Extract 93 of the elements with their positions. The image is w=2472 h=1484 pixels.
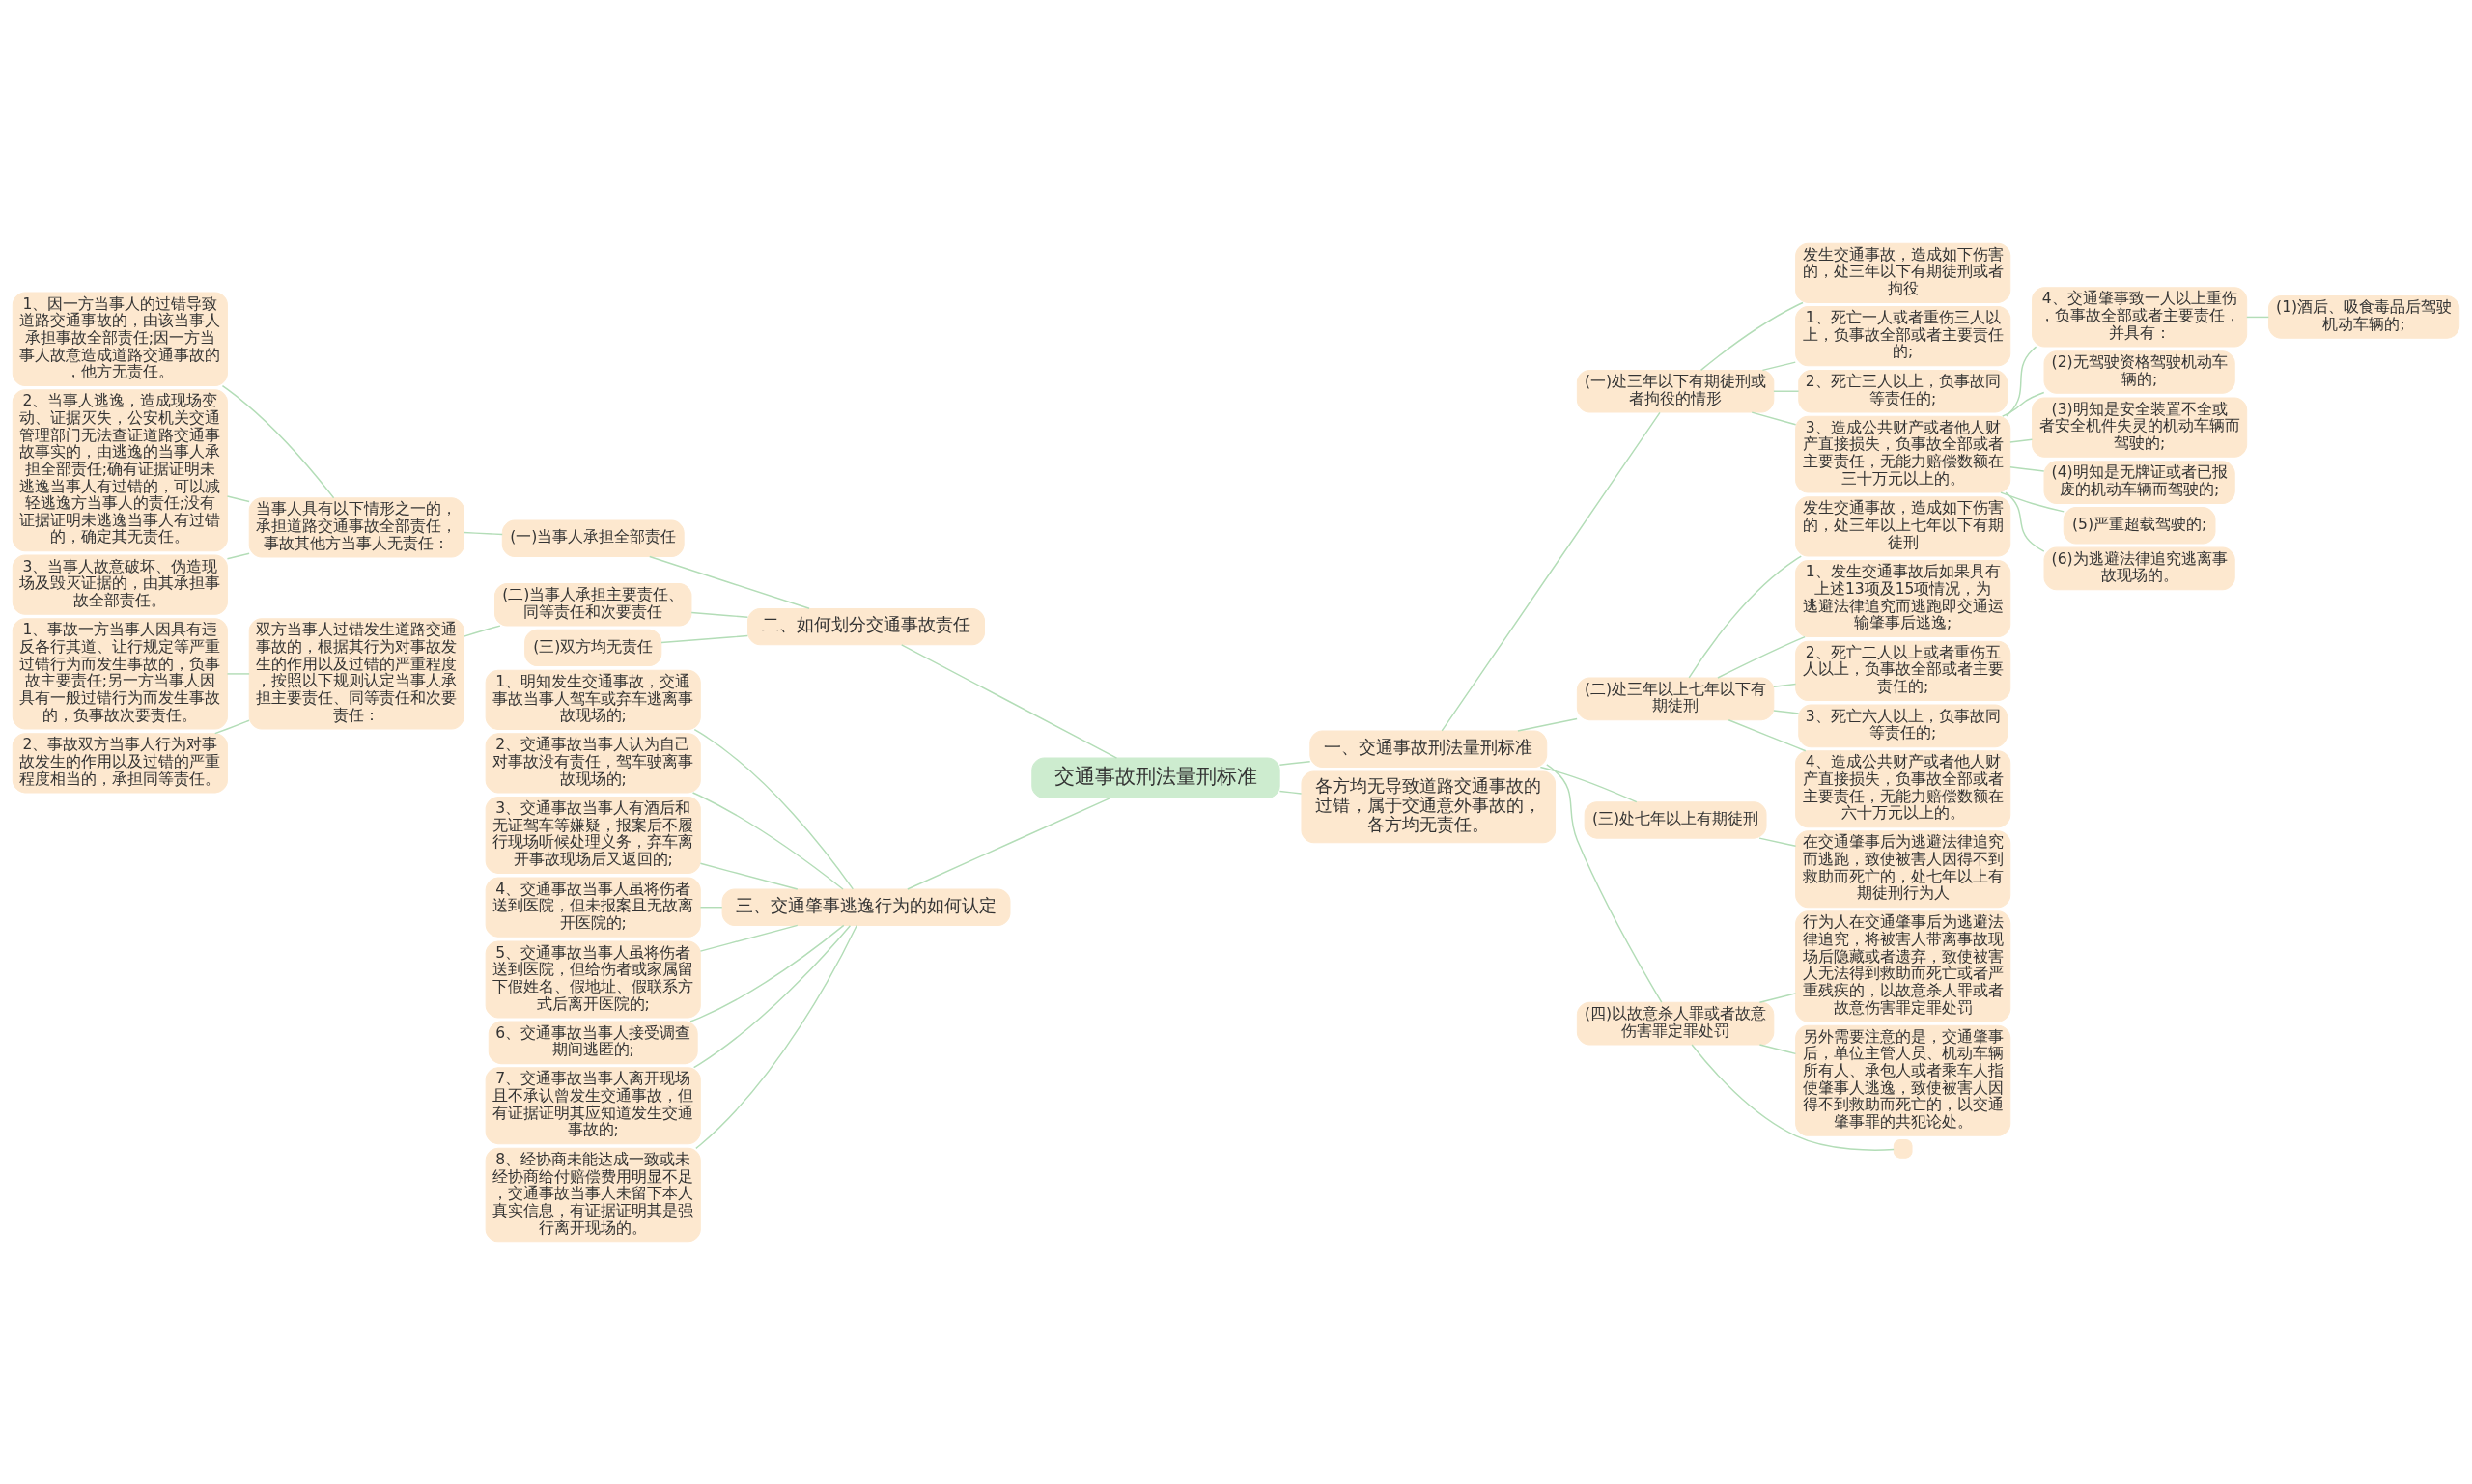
connector [221,384,335,498]
connector [691,791,844,890]
connector [463,624,501,637]
connector [463,531,503,535]
node-box: (四)以故意杀人罪或者故意伤害罪定罪处罚 [1576,1001,1775,1045]
connector [226,552,250,559]
node-box: 另外需要注意的是，交通肇事后，单位主管人员、机动车辆所有人、承包人或者乘车人指使肇事人逃逸，致使被害人因得不到救助而死亡的，以交通肇事罪的共犯论处。 [1795,1024,2011,1136]
node-box: 1、事故一方当事人因具有违反各行其道、让行规定等严重过错行为而发生事故的，负事故主要责任;另一方当事人因具有一般过错行为而发生事故的，负事故次要责任。 [12,617,228,729]
node-box: 行为人在交通肇事后为逃避法律追究，将被害人带离事故现场后隐藏或者遗弃，致使被害人无法得到救助而死亡或者严重残疾的，以故意杀人罪或者故意伤害罪定罪处罚 [1795,910,2011,1022]
node-box: (4)明知是无牌证或者已报废的机动车辆而驾驶的; [2043,460,2235,504]
node-box: 发生交通事故，造成如下伤害的，处三年以下有期徒刑或者拘役 [1795,242,2011,303]
node-box: 3、造成公共财产或者他人财产直接损失，负事故全部或者主要责任，无能力赔偿数额在三十万元以上的。 [1795,415,2011,493]
node-box: 1、因一方当事人的过错导致道路交通事故的，由该当事人承担事故全部责任;因一方当事人故意造成道路交通事故的，他方无责任。 [12,292,228,386]
node-box: 3、当事人故意破坏、伪造现场及毁灭证据的，由其承担事故全部责任。 [12,553,228,615]
node-box: 2、交通事故当事人认为自己对事故没有责任，驾车驶离事故现场的; [485,732,701,793]
connector [226,672,250,675]
connector [2009,465,2045,472]
node-box: (三)处七年以上有期徒刑 [1584,800,1767,839]
connector [907,797,1111,890]
node-box: 2、死亡二人以上或者重伤五人以上，负事故全部或者主要责任的; [1795,640,2011,701]
node-box: 二、如何划分交通事故责任 [747,607,985,645]
connector [1761,360,1796,371]
connector [649,555,810,609]
connector [660,634,749,643]
connector [1688,554,1802,679]
connector [1441,411,1661,732]
node-box: 在交通肇事后为逃避法律追究而逃跑，致使被害人因得不到救助而死亡的，处七年以上有期徒刑行为人 [1795,829,2011,908]
node-box: (3)明知是安全装置不全或者安全机件失灵的机动车辆而驾驶的; [2032,396,2248,458]
connector [699,906,723,908]
connector [2006,345,2037,417]
node-box: 4、交通事故当事人虽将伤者送到医院，但未报案且无故离开医院的; [485,877,701,938]
connector [1758,992,1797,1003]
node-box: 交通事故刑法量刑标准 [1031,757,1280,798]
connector [214,719,250,734]
node-box: 2、死亡三人以上，负事故同等责任的; [1798,369,2008,413]
node-box: (二)当事人承担主要责任、同等责任和次要责任 [494,582,692,627]
node-box: (三)双方均无责任 [524,629,662,666]
node-box [1893,1138,1913,1159]
node-box: (2)无驾驶资格驾驶机动车辆的; [2043,350,2235,394]
node-box: 当事人具有以下情形之一的，承担道路交通事故全部责任，事故其他方当事人无责任： [248,496,464,557]
node-box: 发生交通事故，造成如下伤害的，处三年以上七年以下有期徒刑 [1795,495,2011,556]
connector [1691,1043,1895,1151]
connector [1758,1043,1797,1054]
connector [1773,683,1797,687]
node-box: (二)处三年以上七年以下有期徒刑 [1576,677,1775,720]
connector [1773,390,1800,392]
connector [900,643,1118,759]
connector [1717,635,1806,679]
node-box: 6、交通事故当事人接受调查期间逃匿的; [488,1021,698,1064]
node-box: 4、造成公共财产或者他人财产直接损失，负事故全部或者主要责任，无能力赔偿数额在六十万元以上的。 [1795,749,2011,827]
node-box: 3、交通事故当事人有酒后和无证驾车等嫌疑，报案后不履行现场听候处理义务，弃车离开事故现场后又返回的; [485,796,701,874]
connector [695,924,857,1149]
node-box: (一)处三年以下有期徒刑或者拘役的情形 [1576,369,1775,413]
node-box: 1、发生交通事故后如果具有上述13项及15项情况，为逃避法律追究而逃跑即交通运输肇事后逃逸; [1795,559,2011,637]
connector [1700,301,1804,371]
connector [1751,410,1797,426]
connector [699,862,799,890]
connector [1278,790,1303,795]
node-box: 4、交通肇事致一人以上重伤，负事故全部或者主要责任，并具有： [2032,286,2248,348]
connector [2000,490,2065,513]
connector [692,924,852,1068]
node-box: 2、事故双方当事人行为对事故发生的作用以及过错的严重程度相当的，承担同等责任。 [12,732,228,793]
node-box: 7、交通事故当事人离开现场且不承认曾发生交通事故，但有证据证明其应知道发生交通事故的; [485,1066,701,1144]
connector [1758,836,1797,847]
connector [689,924,845,1022]
connector [1539,766,1638,802]
node-box: 双方当事人过错发生道路交通事故的，根据其行为对事故发生的作用以及过错的严重程度，按照以下规则认定当事人承担主要责任、同等责任和次要责任： [248,617,464,729]
connector [1773,709,1800,714]
connector [1517,717,1578,732]
connector [690,611,749,618]
connector [1728,718,1807,751]
connector [226,494,250,502]
connector [1546,763,1663,1003]
node-box: 各方均无导致道路交通事故的过错，属于交通意外事故的，各方均无责任。 [1301,770,1557,843]
node-box: 3、死亡六人以上，负事故同等责任的; [1798,704,2008,747]
connector [693,728,855,890]
node-box: (1)酒后、吸食毒品后驾驶机动车辆的; [2268,294,2460,339]
node-box: 一、交通事故刑法量刑标准 [1309,730,1548,768]
node-box: (一)当事人承担全部责任 [501,519,685,557]
connector [1278,760,1311,766]
connector [2001,391,2045,417]
node-box: 1、明知发生交通事故，交通事故当事人驾车或弃车逃离事故现场的; [485,669,701,730]
node-box: (6)为逃避法律追究逃离事故现场的。 [2043,546,2235,590]
connector [2009,438,2034,443]
node-box: 1、死亡一人或者重伤三人以上，负事故全部或者主要责任的; [1795,305,2011,366]
node-box: 8、经协商未能达成一致或未经协商给付赔偿费用明显不足，交通事故当事人未留下本人真实信息，有证据证明其是强行离开现场的。 [485,1147,701,1242]
connector [699,924,799,952]
node-box: 2、当事人逃逸，造成现场变动、证据灭失，公安机关交通管理部门无法查证道路交通事故事实的，由逃逸的当事人承担全部责任;确有证据证明未逃逸当事人有过错的，可以减轻逃逸方当事人的责任;没有证据证明未逃逸当事人有过错的，确定其无责任。 [12,388,228,551]
node-box: 三、交通肇事逃逸行为的如何认定 [721,888,1011,926]
node-box: (5)严重超载驾驶的; [2063,506,2216,544]
connector [2005,490,2045,552]
connector [2246,316,2270,318]
node-box: 5、交通事故当事人虽将伤者送到医院，但给伤者或家属留下假姓名、假地址、假联系方式后离开医院的; [485,940,701,1018]
